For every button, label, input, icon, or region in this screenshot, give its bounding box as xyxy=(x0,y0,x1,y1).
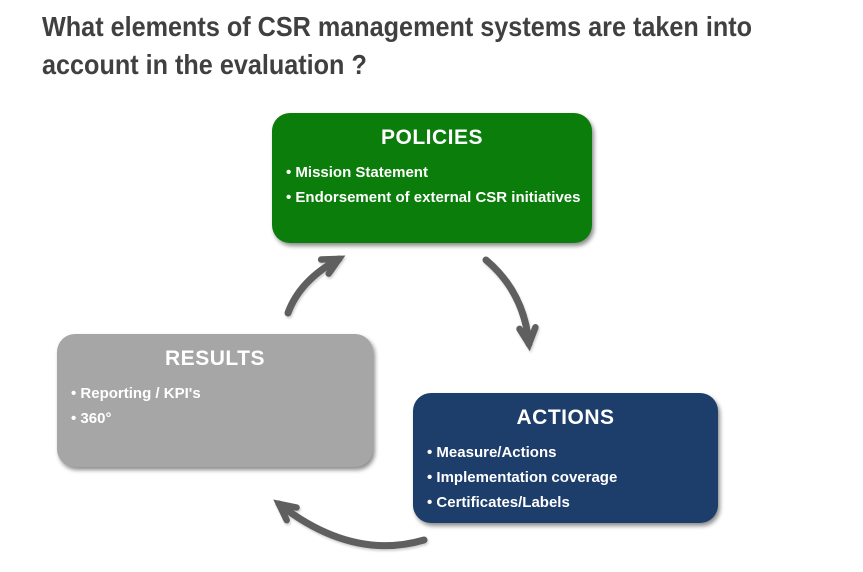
bullet-item: Mission Statement xyxy=(286,160,582,185)
node-results-bullet-list: Reporting / KPI's 360° xyxy=(57,381,373,431)
bullet-item: Measure/Actions xyxy=(427,440,708,465)
node-actions: ACTIONS Measure/Actions Implementation c… xyxy=(413,393,718,523)
bullet-item: Certificates/Labels xyxy=(427,490,708,515)
node-actions-title: ACTIONS xyxy=(516,406,615,429)
bullet-item: 360° xyxy=(71,406,363,431)
bullet-item: Endorsement of external CSR initiatives xyxy=(286,185,582,210)
node-policies: POLICIES Mission Statement Endorsement o… xyxy=(272,113,592,243)
node-results: RESULTS Reporting / KPI's 360° xyxy=(57,334,373,467)
page-title: What elements of CSR management systems … xyxy=(42,8,752,84)
page-title-line1: What elements of CSR management systems … xyxy=(42,11,753,42)
arrow-policies-to-actions-icon xyxy=(482,256,539,352)
node-results-title: RESULTS xyxy=(165,347,265,370)
bullet-item: Implementation coverage xyxy=(427,465,708,490)
node-policies-title: POLICIES xyxy=(380,126,484,149)
node-actions-bullet-list: Measure/Actions Implementation coverage … xyxy=(413,440,718,515)
arrow-actions-to-results-icon xyxy=(273,499,428,550)
arrow-results-to-policies-icon xyxy=(284,255,346,317)
page-title-line2: account in the evaluation ? xyxy=(42,49,367,80)
node-policies-bullet-list: Mission Statement Endorsement of externa… xyxy=(272,160,592,210)
bullet-item: Reporting / KPI's xyxy=(71,381,363,406)
